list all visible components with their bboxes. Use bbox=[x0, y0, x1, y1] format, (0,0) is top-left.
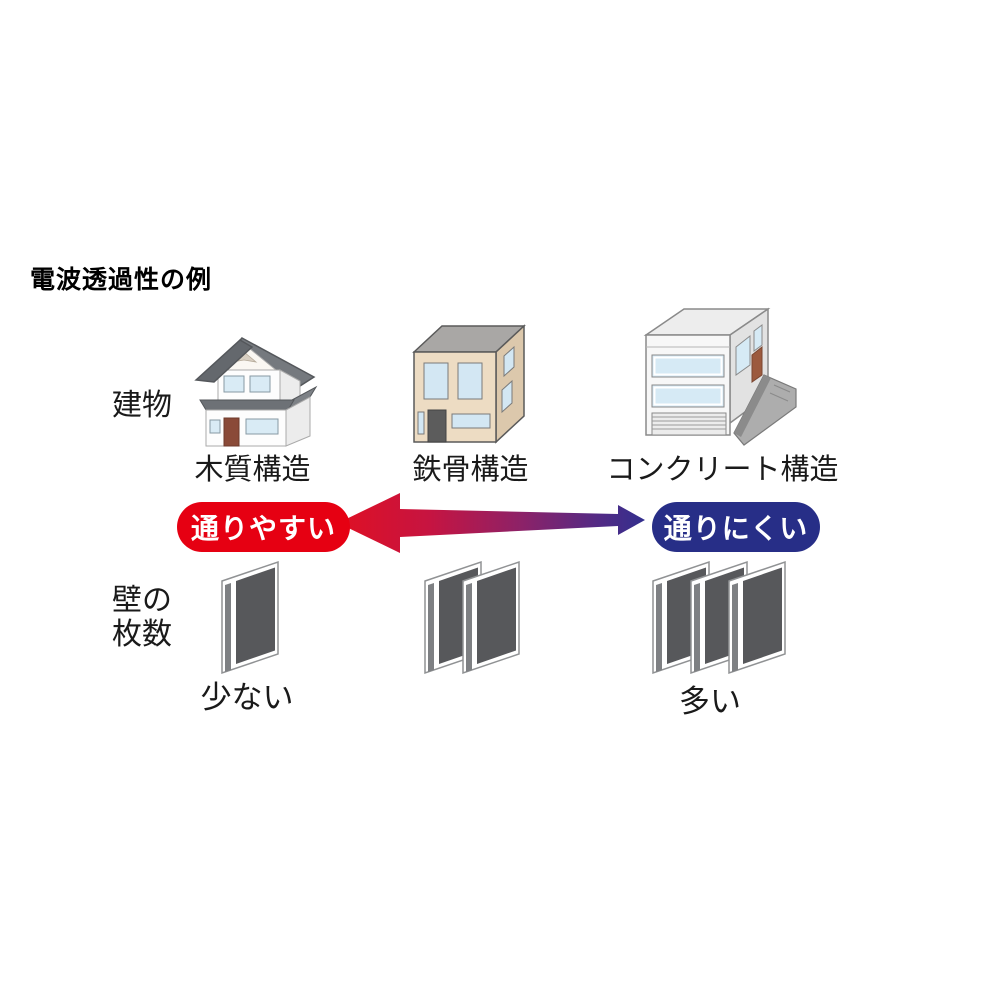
easy-to-pass-badge: 通りやすい bbox=[177, 502, 350, 552]
row-label-walls: 壁の枚数 bbox=[112, 584, 172, 651]
wall-group-few bbox=[221, 559, 279, 682]
wooden-house-icon bbox=[194, 337, 318, 447]
steel-building-icon bbox=[412, 324, 526, 444]
building-label-wood: 木質構造 bbox=[194, 454, 311, 486]
wall-panel-icon bbox=[462, 560, 520, 675]
concrete-building-icon bbox=[643, 307, 797, 446]
row-label-buildings: 建物 bbox=[112, 389, 172, 422]
wall-panel-icon bbox=[221, 560, 279, 675]
wall-count-label-few: 少ない bbox=[200, 680, 294, 715]
building-label-steel: 鉄骨構造 bbox=[412, 454, 529, 486]
wall-panel-icon bbox=[728, 560, 786, 675]
wall-count-label-many: 多い bbox=[679, 684, 741, 719]
wall-group-many bbox=[652, 559, 786, 682]
permeability-arrow-icon bbox=[338, 493, 645, 553]
building-label-concrete: コンクリート構造 bbox=[606, 454, 839, 486]
wall-group-medium bbox=[424, 559, 520, 682]
page-title: 電波透過性の例 bbox=[30, 266, 213, 294]
hard-to-pass-badge: 通りにくい bbox=[652, 502, 820, 552]
